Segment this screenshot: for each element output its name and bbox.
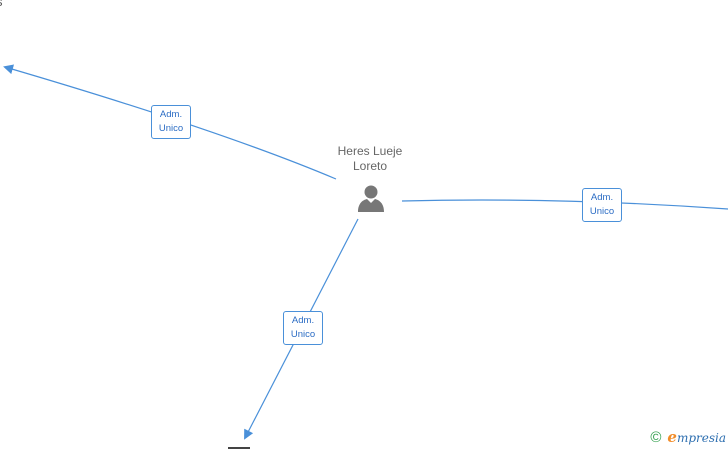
role-badge-right[interactable]: Adm. Unico xyxy=(582,188,622,222)
role-badge-left-line1: Adm. xyxy=(159,109,183,120)
person-name-label: Heres Lueje Loreto xyxy=(318,144,422,174)
role-badge-bottom[interactable]: Adm. Unico xyxy=(283,311,323,345)
brand-rest: mpresia xyxy=(676,431,726,445)
brand-initial: e xyxy=(667,428,677,446)
role-badge-bottom-line2: Unico xyxy=(290,329,316,340)
role-badge-right-line1: Adm. xyxy=(590,192,614,203)
person-icon[interactable] xyxy=(355,183,387,215)
footer-brand: © empresia xyxy=(650,428,726,446)
empresia-logo[interactable]: empresia xyxy=(667,428,726,446)
person-name-line2: Loreto xyxy=(352,159,388,173)
role-badge-bottom-line1: Adm. xyxy=(291,315,315,326)
edge-right xyxy=(401,199,728,210)
role-badge-right-line2: Unico xyxy=(589,206,615,217)
clipped-node-label: s xyxy=(0,0,3,9)
offscreen-node-stub xyxy=(228,447,250,449)
copyright-icon: © xyxy=(650,428,662,446)
person-name-line1: Heres Lueje xyxy=(337,144,403,158)
role-badge-left[interactable]: Adm. Unico xyxy=(151,105,191,139)
edge-left xyxy=(3,64,337,180)
role-badge-left-line2: Unico xyxy=(158,123,184,134)
